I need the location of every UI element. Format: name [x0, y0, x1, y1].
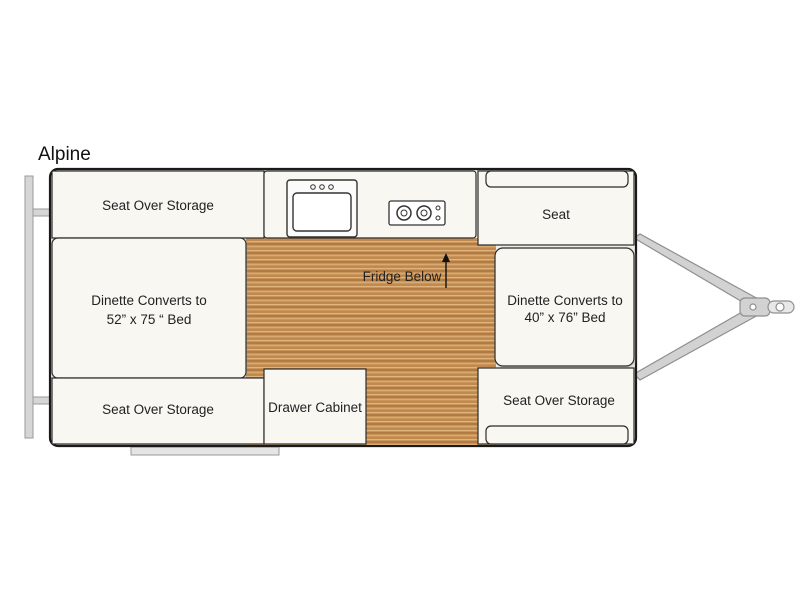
label-seat-storage-bottom-left: Seat Over Storage	[102, 402, 214, 417]
label-dinette-right-line2: 40” x 76” Bed	[524, 310, 606, 325]
label-fridge-below: Fridge Below	[362, 269, 442, 284]
label-seat-storage-top-left: Seat Over Storage	[102, 198, 214, 213]
label-dinette-right-line1: Dinette Converts to	[507, 293, 623, 308]
seat-storage-top-left	[51, 170, 265, 239]
label-dinette-left-line2: 52” x 75 “ Bed	[106, 312, 192, 327]
sink-icon	[286, 179, 358, 238]
fridge-arrow-icon	[442, 253, 450, 288]
cooktop-icon	[388, 200, 446, 226]
label-dinette-left-line1: Dinette Converts to	[91, 293, 207, 308]
trailer-tongue	[632, 233, 795, 381]
entry-step	[130, 446, 280, 456]
label-seat-storage-bottom-right: Seat Over Storage	[503, 393, 615, 408]
seat-back-cushion-bottom	[485, 425, 629, 445]
floorplan-title: Alpine	[38, 144, 91, 165]
dinette-right	[494, 247, 635, 367]
drawer-cabinet	[263, 368, 367, 445]
seat-back-cushion	[485, 170, 629, 188]
left-frame	[24, 175, 52, 439]
label-seat-right: Seat	[542, 207, 570, 222]
seat-storage-bottom-left	[51, 377, 265, 445]
label-drawer-cabinet: Drawer Cabinet	[268, 400, 362, 415]
